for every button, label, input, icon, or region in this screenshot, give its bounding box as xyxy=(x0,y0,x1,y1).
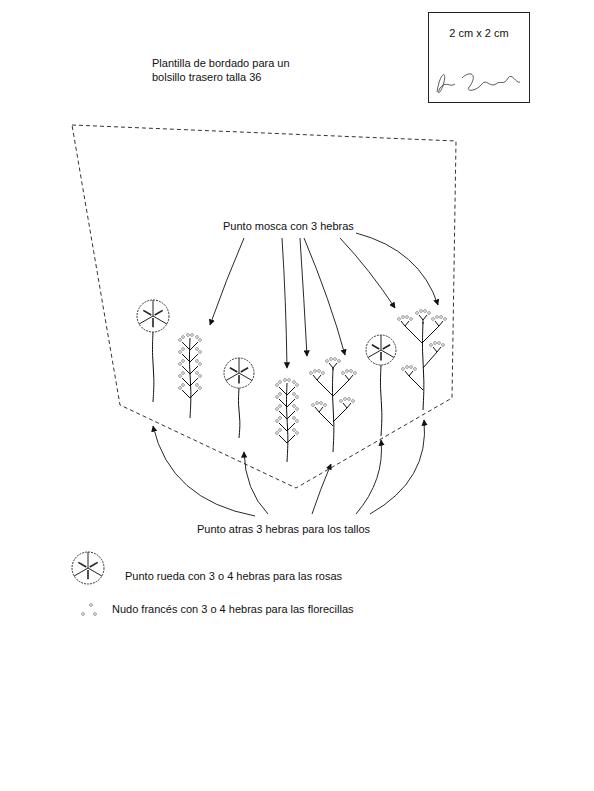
legend-samples xyxy=(72,552,104,615)
legend-text: Nudo francés con 3 o 4 hebras para las f… xyxy=(112,602,354,616)
scale-box: 2 cm x 2 cm xyxy=(428,12,530,103)
legend-text: Punto rueda con 3 o 4 hebras para las ro… xyxy=(125,569,342,583)
stitch-label: Punto mosca con 3 hebras xyxy=(222,219,355,233)
stitch-label: Punto atras 3 hebras para los tallos xyxy=(196,522,371,536)
scale-text: 2 cm x 2 cm xyxy=(429,26,529,40)
pocket-outline xyxy=(72,125,456,488)
plants xyxy=(137,300,446,462)
signature xyxy=(437,74,520,93)
title: Plantilla de bordado para un bolsillo tr… xyxy=(152,56,317,84)
leader-lines xyxy=(153,233,438,516)
